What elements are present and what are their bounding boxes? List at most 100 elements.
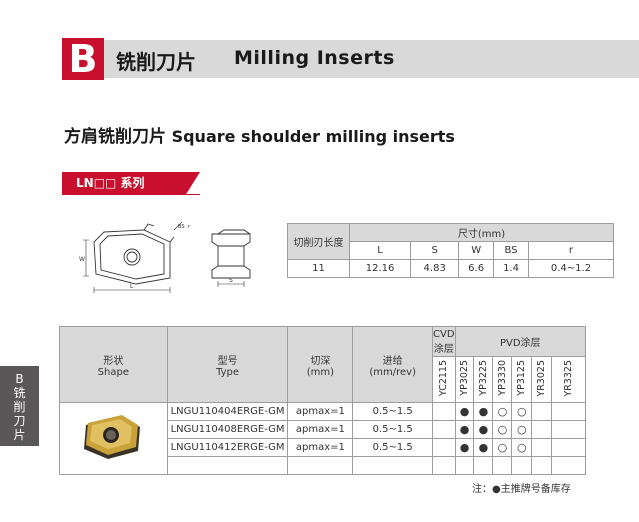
empty-cell xyxy=(492,456,513,475)
insert-grade-table: 形状 Shape 型号 Type 切深 (mm) 进给 (mm/rev) CVD… xyxy=(59,326,587,475)
label-l: L xyxy=(130,283,134,290)
depth-cell: apmax=1 xyxy=(287,420,354,439)
mark-cell: ○ xyxy=(492,438,513,457)
dim-col-bs: BS xyxy=(493,241,529,260)
mark-cell xyxy=(531,438,553,457)
grade-yp3025: YP3025 xyxy=(454,356,475,403)
side-tab-char: B xyxy=(15,372,24,386)
grade-yp3125: YP3125 xyxy=(511,356,533,403)
series-tag: LN□□ 系列 xyxy=(62,172,200,194)
mark-cell xyxy=(432,402,456,421)
dim-col-l: L xyxy=(348,241,412,260)
grade-yp3330: YP3330 xyxy=(492,356,513,403)
insert-technical-drawing: W L S BS r xyxy=(79,221,251,293)
pvd-header: PVD涂层 xyxy=(454,326,587,357)
dim-value-bs: 1.4 xyxy=(493,259,529,278)
mark-cell xyxy=(531,402,553,421)
mark-cell: ● xyxy=(454,420,475,439)
type-cell: LNGU110408ERGE-GM xyxy=(166,420,289,439)
series-label: LN□□ 系列 xyxy=(76,176,145,190)
grade-yr3325: YR3325 xyxy=(551,356,586,403)
side-tab-char: 片 xyxy=(13,428,26,442)
cvd-header-coating: 涂层 xyxy=(433,343,454,355)
dim-col-r: r xyxy=(527,241,615,260)
feed-header-unit: (mm/rev) xyxy=(369,366,416,378)
label-w: W xyxy=(79,256,85,263)
cutting-length-header: 切削刃长度 xyxy=(287,223,350,260)
feed-cell: 0.5~1.5 xyxy=(352,420,434,439)
cvd-header: CVD 涂层 xyxy=(432,326,456,357)
type-header: 型号 Type xyxy=(166,326,289,403)
empty-cell xyxy=(531,456,553,475)
type-header-cn: 型号 xyxy=(217,355,238,367)
type-cell: LNGU110412ERGE-GM xyxy=(166,438,289,457)
feed-cell: 0.5~1.5 xyxy=(352,402,434,421)
depth-header-unit: (mm) xyxy=(306,366,335,378)
label-s: S xyxy=(229,277,233,284)
depth-cell: apmax=1 xyxy=(287,402,354,421)
insert-image-cell xyxy=(59,402,168,475)
section-badge: B xyxy=(62,38,104,80)
mark-cell: ● xyxy=(454,402,475,421)
type-header-en: Type xyxy=(216,366,240,378)
mark-cell xyxy=(551,438,586,457)
feed-header: 进给 (mm/rev) xyxy=(352,326,434,403)
dim-value-w: 6.6 xyxy=(458,259,495,278)
table-row: LNGU110404ERGE-GM apmax=1 0.5~1.5 ● ● ○ … xyxy=(59,402,586,475)
header-title-cn: 铣削刀片 xyxy=(116,50,196,74)
mark-cell xyxy=(432,420,456,439)
empty-cell xyxy=(166,456,289,475)
section-title-cn: 方肩铣削刀片 xyxy=(64,127,166,147)
mark-cell: ○ xyxy=(492,420,513,439)
label-r: r xyxy=(188,224,191,230)
side-tab-char: 刀 xyxy=(13,414,26,428)
mark-cell xyxy=(432,438,456,457)
empty-cell xyxy=(473,456,494,475)
label-bs: BS xyxy=(178,224,185,230)
mark-cell: ○ xyxy=(511,402,533,421)
mark-cell xyxy=(551,402,586,421)
empty-cell xyxy=(454,456,475,475)
mark-cell: ● xyxy=(454,438,475,457)
table-row-empty xyxy=(60,456,586,475)
empty-cell xyxy=(432,456,456,475)
feed-cell: 0.5~1.5 xyxy=(352,438,434,457)
mark-cell xyxy=(531,420,553,439)
dim-value-r: 0.4~1.2 xyxy=(527,259,615,278)
dim-col-s: S xyxy=(410,241,460,260)
section-title-en: Square shoulder milling inserts xyxy=(171,127,455,146)
type-cell: LNGU110404ERGE-GM xyxy=(166,402,289,421)
depth-header-cn: 切深 xyxy=(310,355,331,367)
grade-yc2115: YC2115 xyxy=(432,356,456,403)
mark-cell: ● xyxy=(473,438,494,457)
shape-header-en: Shape xyxy=(97,366,129,378)
dimension-table: 切削刃长度 尺寸(mm) L S W BS r 11 12.16 4.83 6.… xyxy=(287,223,615,278)
mark-cell: ● xyxy=(473,420,494,439)
mark-cell xyxy=(551,420,586,439)
shape-header-cn: 形状 xyxy=(103,355,124,367)
section-title: 方肩铣削刀片 Square shoulder milling inserts xyxy=(64,122,455,147)
mark-cell: ● xyxy=(473,402,494,421)
side-chapter-tab: B 铣 削 刀 片 xyxy=(0,366,39,446)
size-header: 尺寸(mm) xyxy=(349,223,614,242)
insert-image xyxy=(84,415,141,459)
dim-value-l: 12.16 xyxy=(348,259,412,278)
mark-cell: ○ xyxy=(511,438,533,457)
empty-cell xyxy=(511,456,533,475)
grade-yr3025: YR3025 xyxy=(531,356,553,403)
table-row: LNGU110408ERGE-GM apmax=1 0.5~1.5 ● ● ○ … xyxy=(60,420,586,439)
shape-header: 形状 Shape xyxy=(59,326,168,403)
dim-value-cutting-length: 11 xyxy=(287,259,350,278)
mark-cell: ○ xyxy=(492,402,513,421)
depth-cell: apmax=1 xyxy=(287,438,354,457)
grade-yp3225: YP3225 xyxy=(473,356,494,403)
footnote: 注：●主推牌号备库存 xyxy=(472,484,571,495)
empty-cell xyxy=(287,456,354,475)
feed-header-cn: 进给 xyxy=(382,355,403,367)
dim-value-s: 4.83 xyxy=(410,259,460,278)
empty-cell xyxy=(551,456,586,475)
side-tab-char: 铣 xyxy=(13,386,26,400)
series-underline xyxy=(62,194,200,195)
cvd-header-label: CVD xyxy=(433,328,455,340)
header-title-en: Milling Inserts xyxy=(234,47,395,69)
